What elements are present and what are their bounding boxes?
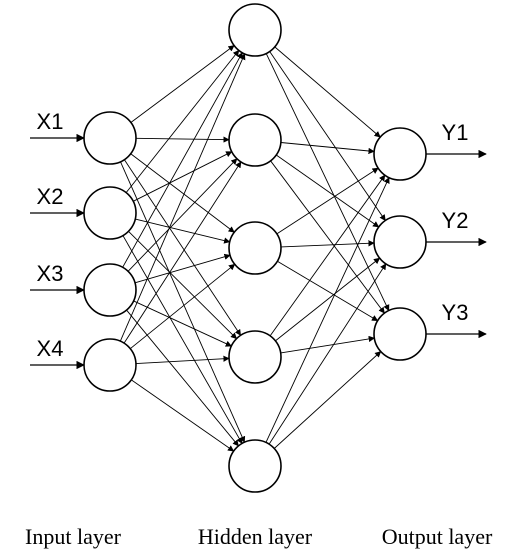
- hidden-neuron-4: [228, 330, 282, 384]
- edge-hidden-5-output-3: [273, 351, 382, 449]
- edge-input-2-hidden-3: [135, 218, 231, 244]
- edge-input-4-hidden-1: [119, 53, 246, 342]
- edge-hidden-5-output-1: [265, 177, 390, 443]
- edge-hidden-4-output-3: [280, 335, 375, 354]
- edge-hidden-4-output-1: [269, 174, 386, 337]
- input-neuron-2: [83, 186, 137, 240]
- input-neuron-3: [83, 263, 137, 317]
- edge-hidden-3-output-1: [276, 167, 379, 235]
- edge-input-4-hidden-4: [135, 355, 230, 365]
- edge-hidden-3-output-3: [277, 260, 379, 322]
- edge-input-2-hidden-5: [122, 235, 243, 444]
- input-layer-label: Input layer: [25, 524, 122, 549]
- edge-input-3-hidden-3: [134, 253, 231, 284]
- edge-hidden-5-output-2: [268, 263, 387, 445]
- edge-hidden-4-output-2: [275, 257, 381, 342]
- input-label-4: X4: [37, 336, 64, 361]
- edge-hidden-2-output-3: [270, 160, 385, 314]
- edge-input-4-hidden-2: [123, 161, 242, 344]
- io-arrows: [30, 133, 487, 370]
- edge-hidden-1-output-1: [274, 46, 381, 138]
- edge-hidden-1-output-2: [269, 51, 386, 222]
- edge-input-4-hidden-5: [131, 379, 235, 452]
- hidden-neuron-2: [228, 113, 282, 167]
- connections: [119, 45, 390, 452]
- edge-input-1-hidden-4: [123, 159, 242, 336]
- neurons: [83, 3, 427, 493]
- edge-input-1-hidden-5: [120, 161, 246, 443]
- hidden-neuron-1: [228, 3, 282, 57]
- input-label-2: X2: [37, 184, 64, 209]
- edge-input-3-hidden-5: [126, 309, 239, 447]
- output-neuron-2: [373, 215, 427, 269]
- edge-hidden-3-output-2: [280, 240, 375, 248]
- output-label-1: Y1: [442, 120, 469, 145]
- edge-input-4-hidden-3: [129, 263, 236, 350]
- hidden-neuron-5: [228, 439, 282, 493]
- edge-input-1-hidden-1: [130, 45, 235, 123]
- edge-input-3-hidden-2: [127, 158, 238, 272]
- edge-hidden-2-output-1: [280, 142, 375, 155]
- edge-input-2-hidden-2: [133, 151, 233, 202]
- input-neuron-4: [83, 338, 137, 392]
- input-neuron-1: [83, 111, 137, 165]
- edge-input-1-hidden-2: [135, 136, 230, 143]
- edge-input-2-hidden-1: [125, 49, 240, 193]
- input-label-3: X3: [37, 261, 64, 286]
- edge-input-2-hidden-4: [128, 231, 237, 340]
- output-neuron-1: [373, 127, 427, 181]
- edge-input-3-hidden-1: [122, 52, 243, 268]
- output-neuron-3: [373, 307, 427, 361]
- edge-input-1-hidden-3: [130, 153, 235, 233]
- edge-hidden-1-output-3: [265, 53, 390, 312]
- output-layer-label: Output layer: [382, 524, 493, 549]
- output-label-3: Y3: [442, 300, 469, 325]
- hidden-neuron-3: [228, 221, 282, 275]
- hidden-layer-label: Hidden layer: [198, 524, 313, 549]
- edge-input-3-hidden-4: [133, 300, 232, 347]
- edge-hidden-2-output-2: [276, 154, 380, 228]
- input-label-1: X1: [37, 109, 64, 134]
- output-label-2: Y2: [442, 208, 469, 233]
